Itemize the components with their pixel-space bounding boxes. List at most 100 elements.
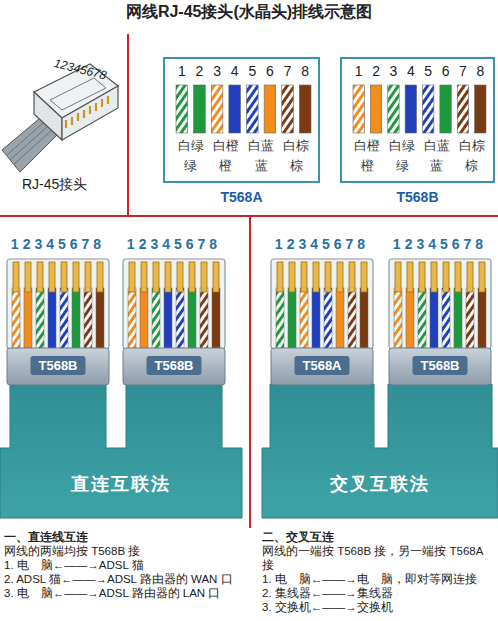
- note-line: 网线的一端按 T568B 接，另一端按 T568A 接: [262, 544, 494, 572]
- note-line: 1. 电 脑←——→ADSL 猫: [4, 558, 246, 572]
- wire-color-name: 棕: [454, 157, 490, 175]
- wiring-box: 12345678白橙橙白绿绿白蓝蓝白棕棕T568B: [340, 57, 495, 183]
- wire: [24, 288, 32, 348]
- gold-pin: [407, 262, 413, 292]
- wire: [176, 85, 188, 133]
- wire: [406, 288, 414, 348]
- pin-number: 2: [366, 63, 386, 79]
- pin-number: 5: [418, 63, 438, 79]
- pin-number: 8: [470, 63, 490, 79]
- gold-pin: [97, 262, 103, 292]
- wire: [276, 288, 284, 348]
- plug-body: [389, 348, 491, 385]
- plug-label: T568B: [146, 356, 201, 375]
- cable-band-shape: [0, 384, 242, 518]
- wire: [442, 288, 450, 348]
- cable-band-shape: [262, 384, 498, 518]
- gold-pin: [479, 262, 485, 292]
- wire-color-name: 白绿: [384, 137, 420, 155]
- plug-label: T568A: [294, 356, 349, 375]
- part-name: RJ-45接头: [22, 176, 87, 194]
- plug-label: T568B: [412, 356, 467, 375]
- wire-color-name: 白棕: [278, 137, 314, 155]
- wire-color-name: 橙: [208, 157, 244, 175]
- gold-pin: [467, 262, 473, 292]
- pin-number: 2: [189, 63, 209, 79]
- plug-label: T568B: [30, 356, 85, 375]
- note-line: 3. 电 脑←——→ADSL 路由器的 LAN 口: [4, 586, 246, 600]
- wire: [176, 288, 184, 348]
- gold-pin: [419, 262, 425, 292]
- gold-pin: [165, 262, 171, 292]
- cable-band: 直连互联法: [0, 384, 242, 518]
- note-line: 3. 交换机←——→交换机: [262, 600, 494, 614]
- wire-color-name: 白绿: [173, 137, 209, 155]
- pin-order-label: 12345678: [388, 236, 492, 252]
- note-column: 一、直连线互连网线的两端均按 T568B 接1. 电 脑←——→ADSL 猫2.…: [4, 530, 246, 600]
- pin-number: 4: [225, 63, 245, 79]
- gold-pin: [49, 262, 55, 292]
- plug-node: T568A: [270, 258, 374, 386]
- gold-pin: [289, 262, 295, 292]
- wire-color-name: 白蓝: [243, 137, 279, 155]
- pin-number: 6: [436, 63, 456, 79]
- wire: [348, 288, 356, 348]
- pin-order-label: 12345678: [122, 236, 226, 252]
- pin-order-label: 12345678: [6, 236, 110, 252]
- wire: [423, 85, 434, 133]
- wire: [194, 85, 206, 133]
- gold-pin: [177, 262, 183, 292]
- wire: [360, 288, 368, 348]
- wire: [418, 288, 426, 348]
- wire: [12, 288, 20, 348]
- gold-pin: [301, 262, 307, 292]
- wire-color-name: 橙: [349, 157, 385, 175]
- gold-pin: [129, 262, 135, 292]
- plug-node: T568B: [122, 258, 226, 386]
- wire: [212, 288, 220, 348]
- wire-color-name: 绿: [384, 157, 420, 175]
- wire: [72, 288, 80, 348]
- plug-node: T568B: [6, 258, 110, 386]
- wire-color-name: 棕: [278, 157, 314, 175]
- wire: [440, 85, 451, 133]
- pin-number: 3: [383, 63, 403, 79]
- gold-pin: [201, 262, 207, 292]
- gold-pin: [443, 262, 449, 292]
- gold-pin: [37, 262, 43, 292]
- wire: [324, 288, 332, 348]
- pin-number: 1: [349, 63, 369, 79]
- wire: [152, 288, 160, 348]
- gold-pin: [213, 262, 219, 292]
- wire: [299, 85, 311, 133]
- wire: [466, 288, 474, 348]
- wire: [211, 85, 223, 133]
- wire: [370, 85, 381, 133]
- wire-color-name: 绿: [173, 157, 209, 175]
- wire: [36, 288, 44, 348]
- wire: [128, 288, 136, 348]
- pin-order-label: 12345678: [270, 236, 374, 252]
- note-line: 2. ADSL 猫←——→ADSL 路由器的 WAN 口: [4, 572, 246, 586]
- divider-line: [249, 216, 251, 528]
- pin-number: 4: [401, 63, 421, 79]
- gold-pin: [189, 262, 195, 292]
- gold-pin: [455, 262, 461, 292]
- wire: [247, 85, 259, 133]
- wire-color-name: 蓝: [419, 157, 455, 175]
- wire: [60, 288, 68, 348]
- wire: [353, 85, 364, 133]
- wire-color-name: 蓝: [243, 157, 279, 175]
- wire: [394, 288, 402, 348]
- wire: [188, 288, 196, 348]
- gold-pin: [141, 262, 147, 292]
- gold-pin: [153, 262, 159, 292]
- pin-number: 7: [453, 63, 473, 79]
- gold-pin: [313, 262, 319, 292]
- wire: [478, 288, 486, 348]
- gold-pin: [431, 262, 437, 292]
- band-label: 交叉互联法: [262, 472, 498, 496]
- wire: [454, 288, 462, 348]
- divider-line: [127, 34, 129, 216]
- wire: [388, 85, 399, 133]
